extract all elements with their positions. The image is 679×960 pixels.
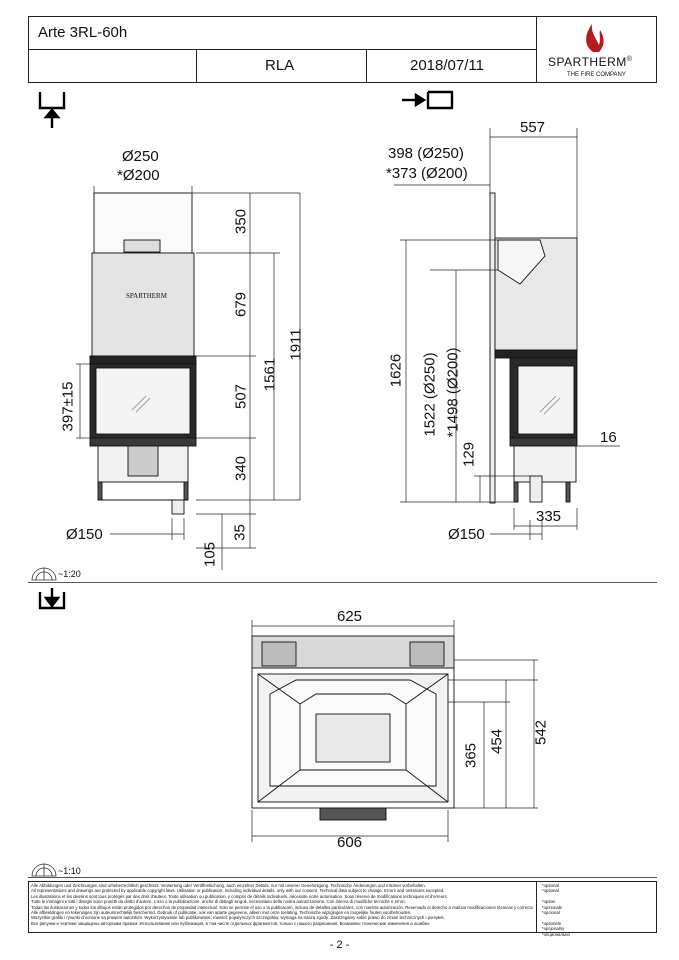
front-flue-diameter: Ø250 xyxy=(122,148,159,165)
side-view-dimensions xyxy=(394,128,620,540)
option-label: *опционально xyxy=(542,931,570,937)
scale-label-1: ~1:20 xyxy=(58,569,81,579)
variant-label: RLA xyxy=(265,57,295,74)
front-flue-diameter-optional: *Ø200 xyxy=(117,167,160,184)
dim-16: 16 xyxy=(600,429,617,446)
side-bottom-flue: Ø150 xyxy=(448,526,485,543)
dim-1561: 1561 xyxy=(261,357,279,392)
model-title: Arte 3RL-60h xyxy=(38,24,128,41)
option-label: *optional xyxy=(542,888,559,894)
dim-397: 397±15 xyxy=(59,381,77,432)
spartherm-flame-logo xyxy=(586,24,604,52)
dim-679: 679 xyxy=(232,291,250,318)
scale-icon-1 xyxy=(31,567,57,581)
side-view-drawing xyxy=(489,192,578,504)
dim-1498: *1498 (Ø200) xyxy=(444,347,462,438)
brand-tagline: THE FIRE COMPANY xyxy=(567,72,626,78)
option-label: *opcional xyxy=(542,910,560,916)
body-logo: SPARTHERM xyxy=(126,292,167,300)
front-view-dimensions xyxy=(76,186,301,570)
plan-view-drawing xyxy=(251,635,455,821)
view-icon-side xyxy=(402,90,454,110)
disclaimer-line: All representations and drawings are pro… xyxy=(31,888,445,894)
dim-507: 507 xyxy=(232,383,250,410)
registered-mark: ® xyxy=(626,56,633,63)
dim-335: 335 xyxy=(536,508,562,525)
dim-350: 350 xyxy=(232,208,250,235)
dim-373: *373 (Ø200) xyxy=(386,165,468,182)
dim-542: 542 xyxy=(532,719,550,746)
optional-legend: *optional *optional *option *opzionale *… xyxy=(542,883,652,937)
front-view-drawing xyxy=(89,192,197,515)
disclaimer-line: Alle afbeeldingen en tekeningen zijn aut… xyxy=(31,910,412,916)
dim-35: 35 xyxy=(231,524,249,541)
option-label: *optional xyxy=(542,883,559,888)
disclaimer-line: Alle Abbildungen und Zeichnungen sind ur… xyxy=(31,883,426,888)
dim-557: 557 xyxy=(520,119,546,136)
disclaimer-line: Les illustrations et les dessins sont to… xyxy=(31,893,448,899)
front-bottom-flue: Ø150 xyxy=(66,526,103,543)
dim-625: 625 xyxy=(337,608,363,625)
dim-105: 105 xyxy=(201,541,219,568)
view-icon-front xyxy=(38,92,66,128)
dim-606: 606 xyxy=(337,834,363,851)
brand-name: SPARTHERM® xyxy=(548,55,633,69)
disclaimer-line: Wszystkie grafiki i rysunki chronione są… xyxy=(31,915,445,921)
plan-view-dimensions xyxy=(251,620,538,842)
option-label: *opzionale xyxy=(542,904,563,910)
page-number: - 2 - xyxy=(329,939,350,951)
dim-1911: 1911 xyxy=(287,328,305,361)
revision-date: 2018/07/11 xyxy=(410,57,484,74)
disclaimer-line: Tutte le immagini e tutti i disegni sono… xyxy=(31,899,406,905)
dim-340: 340 xyxy=(232,455,250,482)
dim-398: 398 (Ø250) xyxy=(388,145,464,162)
dim-129: 129 xyxy=(460,441,478,468)
dim-1626: 1626 xyxy=(387,353,405,388)
dim-454: 454 xyxy=(488,728,506,755)
disclaimer-line: Все рисунки и чертежи защищены авторским… xyxy=(31,920,430,926)
dim-1522: 1522 (Ø250) xyxy=(421,352,439,437)
disclaimer-line: Todas las ilustraciones y todos los dibu… xyxy=(31,904,533,910)
view-icon-top xyxy=(38,588,66,610)
scale-icon-2 xyxy=(31,863,57,877)
copyright-disclaimer: Alle Abbildungen und Zeichnungen sind ur… xyxy=(31,883,533,926)
dim-365: 365 xyxy=(462,742,480,769)
option-label: *opcjonalny xyxy=(542,926,565,932)
footer-frame xyxy=(28,881,657,933)
option-label: *optionele xyxy=(542,920,562,926)
option-label: *option xyxy=(542,899,556,905)
scale-label-2: ~1:10 xyxy=(58,866,81,876)
